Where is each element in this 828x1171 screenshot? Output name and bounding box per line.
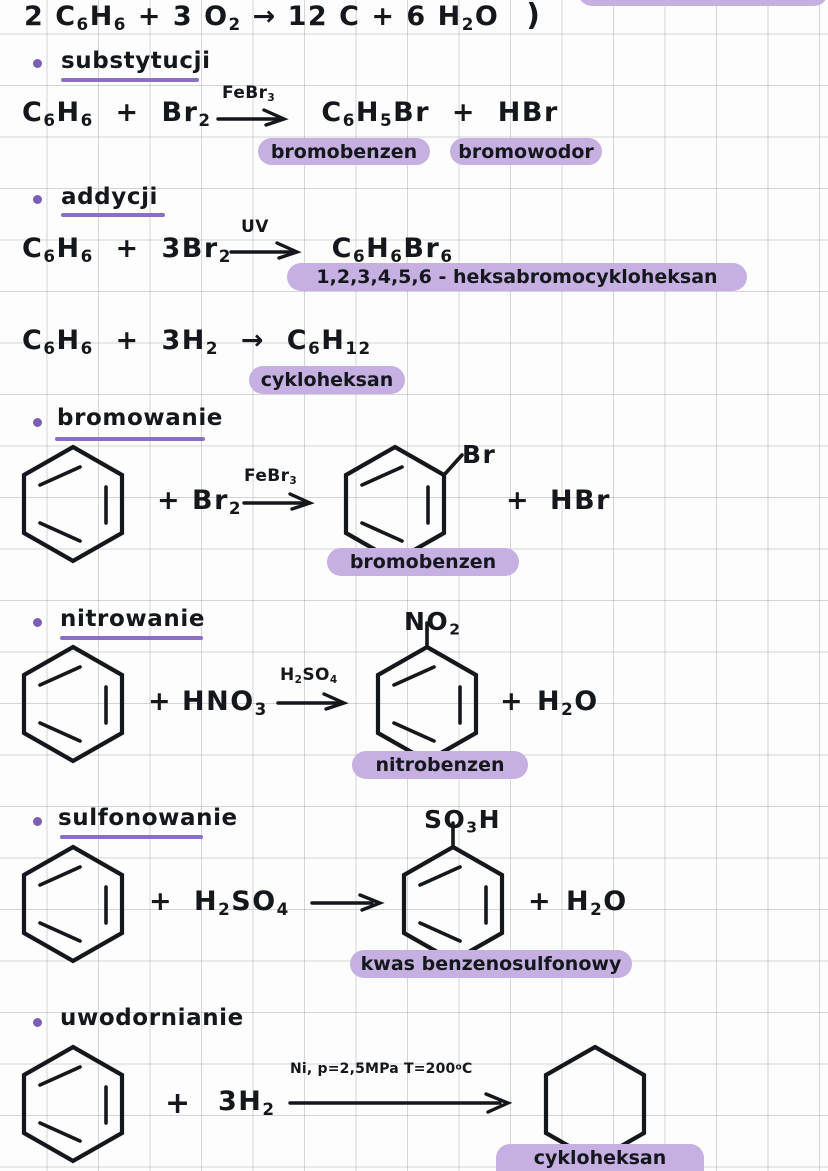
top-eq-product1: C — [339, 1, 361, 32]
label-kwas-benzenosulfonowy: kwas benzenosulfonowy — [350, 950, 632, 978]
arrow-sulfonowanie — [310, 892, 388, 912]
top-eq-coeff2: 3 — [172, 1, 194, 32]
equation-addycji-1: C6H6 + 3Br2 C6H6Br6 — [22, 233, 453, 266]
top-eq-reagent2: O2 — [204, 1, 242, 35]
eq3-product: C6H12 — [286, 325, 372, 359]
top-eq-plus2: + — [371, 1, 396, 32]
top-eq-coeff3: 12 — [287, 1, 329, 32]
bullet-addycji — [33, 195, 42, 204]
heading-sulfonowanie: sulfonowanie — [58, 805, 238, 831]
substituent-no2-nitrowanie: NO2 — [404, 607, 462, 639]
benzene-ring-nitrowanie-left — [18, 643, 128, 765]
label-heksabromocykloheksan: 1,2,3,4,5,6 - heksabromocykloheksan — [287, 263, 747, 291]
benzene-ring-sulfonowanie-left — [18, 843, 128, 965]
eq3-arrow: → — [229, 325, 276, 356]
bullet-uwodornianie — [33, 1018, 42, 1027]
heading-bromowanie: bromowanie — [57, 405, 224, 431]
coproduct-bromowanie: HBr — [550, 485, 611, 516]
top-eq-arrow: → — [252, 1, 277, 32]
eq2-plus: + — [104, 233, 151, 264]
eq2-product: C6H6Br6 — [331, 233, 454, 267]
underline-substytucji — [61, 78, 199, 82]
eq2-reagent2: 3Br2 — [161, 233, 232, 267]
top-equation: 2 C6H6 + 3 O2 → 12 C + 6 H2O ) — [24, 0, 541, 34]
substituent-br-bromowanie: Br — [462, 440, 497, 469]
arrow-uwodornianie — [288, 1092, 518, 1114]
top-eq-plus1: + — [137, 1, 162, 32]
heading-nitrowanie: nitrowanie — [60, 606, 206, 632]
plus-bromowanie: + — [157, 485, 182, 516]
arrow-bromowanie — [242, 492, 317, 511]
eq1-plus: + — [104, 97, 151, 128]
underline-bromowanie — [55, 437, 205, 441]
reagent-uwodornianie: 3H2 — [218, 1086, 276, 1120]
benzene-ring-sulfonowanie-right — [398, 821, 518, 965]
benzene-ring-bromowanie-right — [340, 443, 470, 565]
top-eq-reagent1: C6H6 — [55, 1, 127, 35]
arrow-addycji — [229, 241, 304, 260]
underline-addycji — [61, 213, 165, 217]
eq2-reagent1: C6H6 — [22, 233, 94, 267]
plus-nitrowanie: + — [148, 686, 173, 717]
arrow-nitrowanie — [276, 692, 351, 711]
heading-substytucji: substytucji — [61, 48, 211, 74]
coproduct-nitrowanie: H2O — [537, 686, 599, 720]
catalyst-addycji: UV — [241, 217, 269, 237]
top-eq-coeff1: 2 — [24, 1, 45, 32]
cut-off-highlight-label — [578, 0, 828, 6]
top-eq-coeff4: 6 — [406, 1, 427, 32]
label-cykloheksan-2: cykloheksan — [496, 1144, 704, 1171]
eq1-product1: C6H5Br — [321, 97, 431, 131]
reagent-sulfonowanie: H2SO4 — [194, 886, 290, 920]
equation-addycji-2: C6H6 + 3H2 → C6H12 — [22, 325, 372, 358]
label-bromobenzen-2: bromobenzen — [327, 548, 519, 576]
catalyst-substytucji: FeBr3 — [222, 83, 276, 104]
bullet-bromowanie — [33, 418, 42, 427]
eq3-reagent2: 3H2 — [161, 325, 220, 359]
catalyst-bromowanie: FeBr3 — [244, 466, 298, 487]
eq3-reagent1: C6H6 — [22, 325, 94, 359]
label-bromowodor: bromowodor — [450, 138, 602, 165]
eq1-product2: HBr — [497, 97, 559, 128]
plus2-sulfonowanie: + — [528, 886, 553, 917]
benzene-ring-nitrowanie-right — [372, 621, 492, 765]
eq3-plus: + — [104, 325, 151, 356]
bullet-substytucji — [33, 59, 42, 68]
bullet-nitrowanie — [33, 618, 42, 627]
eq1-reagent1: C6H6 — [22, 97, 94, 131]
reagent-bromowanie: Br2 — [192, 485, 243, 519]
label-nitrobenzen: nitrobenzen — [352, 751, 528, 779]
arrow-substytucji — [216, 108, 291, 127]
benzene-ring-bromowanie-left — [18, 443, 128, 565]
equation-substytucji: C6H6 + Br2 C6H5Br + HBr — [22, 97, 559, 130]
label-bromobenzen-1: bromobenzen — [258, 138, 430, 165]
coproduct-sulfonowanie: H2O — [566, 886, 628, 920]
label-cykloheksan-1: cykloheksan — [249, 366, 405, 394]
substituent-so3h-sulfonowanie: SO3H — [424, 805, 501, 837]
top-eq-brace: ) — [526, 0, 542, 33]
heading-addycji: addycji — [61, 184, 159, 210]
top-eq-product2: H2O — [437, 1, 500, 35]
bullet-sulfonowanie — [33, 817, 42, 826]
eq1-plus2: + — [440, 97, 487, 128]
underline-nitrowanie — [60, 636, 203, 640]
plus-sulfonowanie: + — [149, 886, 174, 917]
reagent-nitrowanie: HNO3 — [182, 686, 268, 720]
catalyst-uwodornianie: Ni, p=2,5MPa T=200oC — [290, 1061, 473, 1077]
underline-sulfonowanie — [60, 835, 203, 839]
heading-uwodornianie: uwodornianie — [60, 1005, 244, 1031]
plus2-bromowanie: + — [506, 485, 531, 516]
eq1-reagent2: Br2 — [161, 97, 212, 131]
benzene-ring-uwodornianie-left — [18, 1043, 128, 1165]
catalyst-nitrowanie: H2SO4 — [280, 665, 338, 686]
plus2-nitrowanie: + — [500, 686, 525, 717]
plus-uwodornianie: + — [165, 1086, 192, 1121]
